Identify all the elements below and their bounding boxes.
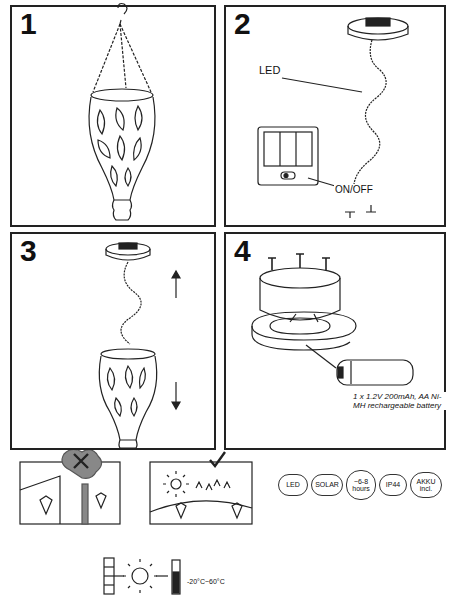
feature-icon: IP44 [379, 474, 407, 496]
step-panel: 1 [10, 5, 216, 227]
feature-icon: LED [278, 474, 308, 496]
placement-wrong [20, 449, 120, 524]
icon-label: AKKU incl. [414, 478, 438, 493]
step-number: 2 [234, 9, 251, 39]
battery-compartment [252, 254, 413, 385]
step-number: 4 [234, 236, 251, 266]
icon-label: SOLAR [315, 481, 339, 488]
step-panel: 3 [10, 232, 216, 450]
icon-label: ~6-8 hours [350, 478, 372, 493]
part-label: LED [258, 64, 281, 77]
icon-label: IP44 [386, 481, 400, 488]
charge-strip [104, 558, 180, 594]
feature-icon: SOLAR [311, 474, 343, 496]
hanging-lantern [89, 4, 155, 221]
solar-unit [258, 18, 408, 218]
assembly [99, 243, 180, 448]
part-label: ON/OFF [334, 184, 374, 196]
temperature-range: -20°C~60°C [186, 578, 226, 586]
step-number: 1 [20, 9, 37, 39]
step-panel: 4 [224, 232, 446, 450]
battery-note: 1 x 1.2V 200mAh, AA Ni-MH rechargeable b… [352, 392, 446, 410]
step-number: 3 [20, 236, 37, 266]
feature-icon: ~6-8 hours [346, 470, 376, 500]
placement-right [150, 452, 252, 524]
icon-label: LED [286, 481, 300, 488]
feature-icon: AKKU incl. [410, 472, 442, 498]
